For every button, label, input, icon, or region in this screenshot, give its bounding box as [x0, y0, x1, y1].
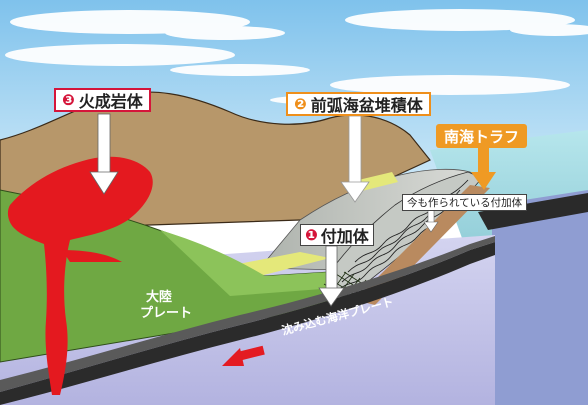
- magma-branch: [62, 250, 122, 262]
- arrow-trough: [471, 146, 496, 190]
- clouds: [5, 9, 588, 105]
- label-number: ❷: [294, 95, 307, 113]
- label-forming-now: 今も作られている付加体: [402, 194, 528, 211]
- subducting-plate-band: [0, 242, 495, 405]
- label-line: 大陸: [146, 290, 173, 305]
- label-number: ❸: [62, 91, 75, 109]
- label-text: 前弧海盆堆積体: [310, 96, 423, 115]
- ocean-plate-side-face: [492, 190, 588, 405]
- label-text: 南海トラフ: [444, 127, 520, 146]
- label-number: ❶: [305, 226, 318, 244]
- label-continental-plate: 大陸 プレート: [140, 290, 192, 322]
- label-igneous-rock: ❸ 火成岩体: [54, 88, 151, 112]
- label-text: 今も作られている付加体: [407, 197, 523, 209]
- subducting-plate-rim: [0, 236, 495, 392]
- green-highlight: [160, 230, 335, 296]
- arrow-forearc: [340, 115, 370, 203]
- arrow-prism: [318, 245, 345, 307]
- label-forearc-basin: ❷ 前弧海盆堆積体: [286, 92, 431, 116]
- igneous-rock-body: [7, 156, 153, 395]
- label-line: プレート: [140, 306, 193, 321]
- label-accretionary-prism: ❶ 付加体: [300, 224, 374, 246]
- left-arrow-icon: [222, 345, 265, 366]
- label-text: 付加体: [320, 227, 369, 246]
- arrow-igneous: [89, 113, 119, 195]
- ocean-plate-side-edge: [478, 193, 588, 230]
- label-nankai-trough: 南海トラフ: [436, 124, 528, 148]
- label-text: 火成岩体: [78, 92, 143, 111]
